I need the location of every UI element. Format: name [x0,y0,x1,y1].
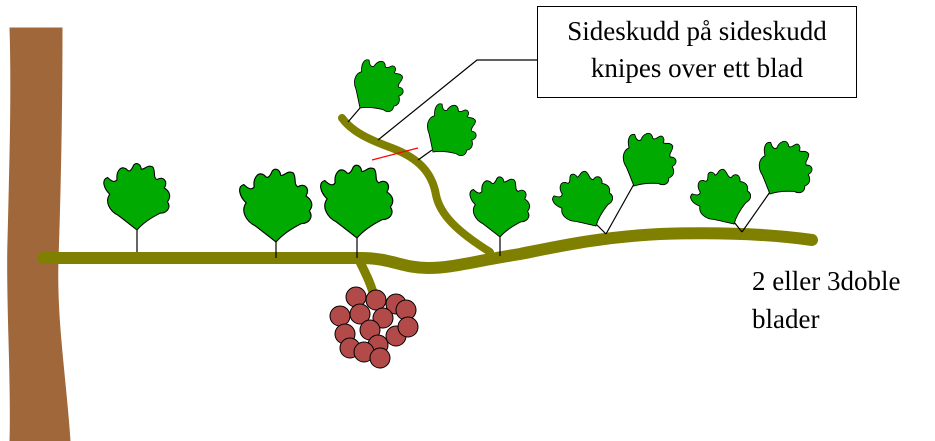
leaf [240,169,312,242]
trunk [8,28,70,441]
grape [398,317,418,337]
leaf-stem [348,108,360,122]
grape [330,306,350,326]
leaf [412,93,487,169]
leaf [684,161,759,237]
leaf-stem [596,224,606,234]
grape [370,348,390,368]
leaf-stem [418,150,432,160]
callout-line-2: knipes over ett blad [538,50,856,87]
note-line-1: 2 eller 3doble [752,262,935,300]
double-leaves-note: 2 eller 3doble blader [752,262,935,338]
grape-cluster [330,287,418,368]
leaf [609,122,686,200]
leaf [339,49,414,125]
callout-line-1: Sideskudd på sideskudd [538,13,856,50]
leaf [470,177,530,237]
leaf [321,165,393,238]
main-cane [43,233,812,268]
note-line-2: blader [752,300,935,338]
leaf [104,164,170,230]
leaf [745,130,822,208]
grape [366,290,386,310]
callout-box: Sideskudd på sideskudd knipes over ett b… [537,6,857,98]
leaf-stem [606,184,634,234]
